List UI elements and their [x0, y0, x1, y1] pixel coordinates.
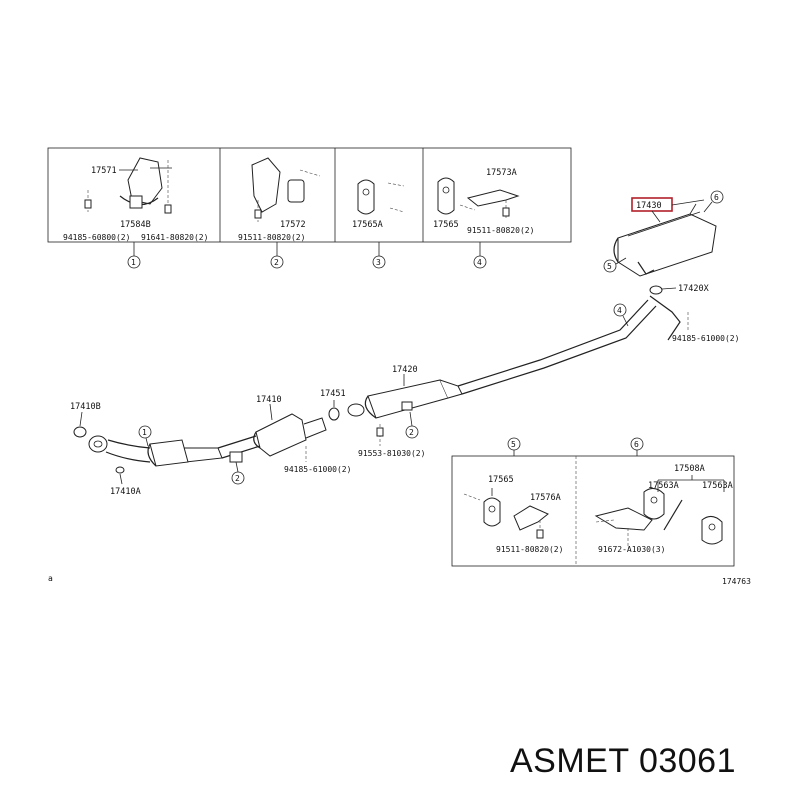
- bolt-icon: [254, 209, 262, 219]
- ref-marker-5: [507, 437, 521, 451]
- part-label: 17420X: [678, 284, 710, 294]
- inset-6: 17508A 17563A 17563A 91672-A1030(3): [594, 464, 733, 554]
- ref-marker-label: 3: [376, 258, 381, 267]
- ref-marker-2: [270, 255, 284, 269]
- part-label: 17420: [392, 365, 418, 375]
- part-label: 17565A: [352, 220, 383, 230]
- part-label: 17563A: [702, 481, 733, 491]
- ref-marker-label: 6: [714, 193, 719, 202]
- part-label: 94185-61000(2): [284, 465, 351, 474]
- part-label: 91511-80820(2): [238, 233, 305, 242]
- ref-marker-3: [372, 255, 386, 269]
- part-label: 17573A: [486, 168, 517, 178]
- ref-marker-label: 6: [634, 440, 639, 449]
- converter-17410: 17410 2 94185-61000(2): [147, 395, 351, 485]
- gasket-17410b: [73, 426, 87, 438]
- bracket-17572: [251, 157, 281, 213]
- part-label: 94185-60800(2): [63, 233, 130, 242]
- ring-17410a: [115, 466, 125, 474]
- center-pipe-17420: 17420 2 91553-81030(2): [347, 299, 657, 458]
- part-label: 17410A: [110, 487, 141, 497]
- bolt-icon: [536, 529, 544, 539]
- part-label: 17508A: [674, 464, 705, 474]
- bracket-17508a: [594, 507, 653, 531]
- ref-marker-1: [138, 425, 152, 439]
- ref-marker-label: 4: [617, 306, 622, 315]
- bolt-icon: [84, 199, 92, 209]
- part-label: 17410B: [70, 402, 101, 412]
- gasket-17420x: [649, 285, 663, 295]
- hanger-bracket: [401, 401, 413, 411]
- part-label: 17571: [91, 166, 117, 176]
- part-label: 91553-81030(2): [358, 449, 425, 458]
- part-label: 17565: [488, 475, 514, 485]
- ref-marker-6: [710, 190, 724, 204]
- part-label: 91511-80820(2): [496, 545, 563, 554]
- drawing-code: 174763: [722, 577, 751, 586]
- rubber-hanger-17563a: [643, 488, 665, 520]
- ref-marker-label: 2: [274, 258, 279, 267]
- part-label: 17572: [280, 220, 306, 230]
- part-label: 91672-A1030(3): [598, 545, 665, 554]
- bracket-17576a: [513, 505, 549, 531]
- ref-marker-4: [613, 303, 627, 317]
- top-inset-panel: [47, 147, 572, 256]
- part-label: 17563A: [648, 481, 679, 491]
- ref-marker-label: 2: [235, 474, 240, 483]
- inset-3: 17565A 3: [352, 179, 405, 269]
- bottom-inset-panel: 5 6: [451, 437, 735, 567]
- rubber-mount: [287, 179, 305, 203]
- part-label: 17584B: [120, 220, 151, 230]
- part-label: 91511-80820(2): [467, 226, 534, 235]
- inset-2: 17572 91511-80820(2) 2: [238, 157, 321, 269]
- ref-marker-label: 2: [409, 428, 414, 437]
- part-label: 17430: [636, 201, 662, 211]
- ref-marker-label: 1: [142, 428, 147, 437]
- part-label: 17451: [320, 389, 346, 399]
- ref-marker-label: 5: [511, 440, 516, 449]
- rubber-mount: [129, 195, 143, 209]
- flange: [347, 403, 365, 417]
- part-label: 17565: [433, 220, 459, 230]
- part-label: 91641-80820(2): [141, 233, 208, 242]
- part-label: 17410: [256, 395, 282, 405]
- bolt-icon: [376, 427, 384, 437]
- hanger-bracket: [229, 451, 243, 463]
- bolt-icon: [164, 204, 172, 214]
- ref-marker-4: [473, 255, 487, 269]
- corner-mark: a: [48, 574, 53, 583]
- inset-5: 17565 17576A 91511-80820(2): [463, 475, 563, 554]
- rubber-hanger-17565a: [357, 179, 375, 215]
- ref-marker-1: [127, 255, 141, 269]
- ref-marker-label: 1: [131, 258, 136, 267]
- main-muffler-17430: 17430 6 5: [603, 190, 724, 277]
- tailpipe-section: [649, 295, 681, 341]
- part-label: 94185-61000(2): [672, 334, 739, 343]
- part-label: 17576A: [530, 493, 561, 503]
- ref-marker-label: 5: [607, 262, 612, 271]
- ref-marker-5: [603, 259, 617, 273]
- inset-4: 17573A 17565 91511-80820(2) 4: [433, 168, 534, 269]
- inset-1: 17571 17584B 94185-60800(2) 91641-80820(…: [63, 157, 208, 269]
- gasket-17451: [328, 407, 340, 421]
- brand-caption: ASMET 03061: [510, 742, 737, 780]
- bracket-17573a: [466, 189, 520, 207]
- ref-marker-label: 4: [477, 258, 482, 267]
- front-pipe: 1 17410B 17410A: [70, 402, 152, 497]
- bolt-icon: [502, 207, 510, 217]
- rubber-hanger-17565: [437, 177, 455, 215]
- ref-marker-6: [630, 437, 644, 451]
